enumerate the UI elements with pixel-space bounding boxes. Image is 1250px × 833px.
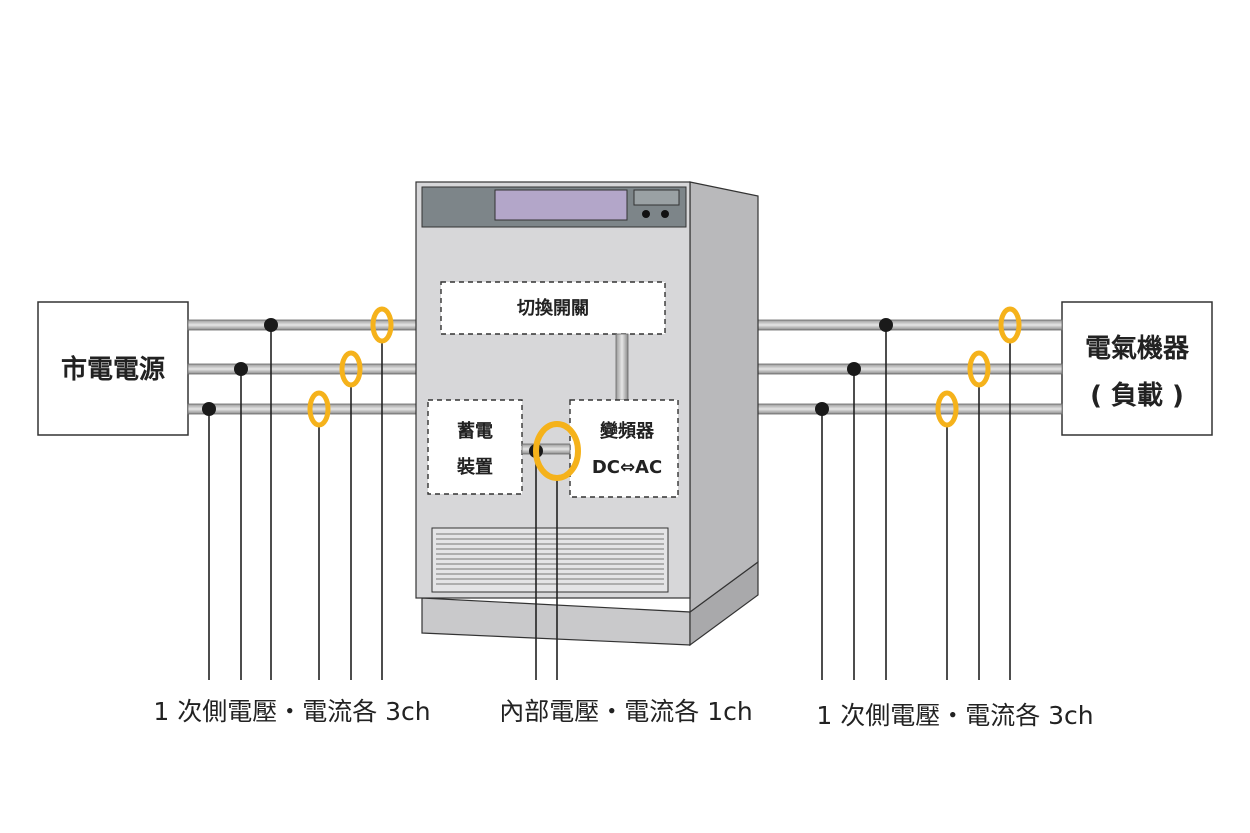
voltage-probe-dot (202, 402, 216, 416)
caption-center: 內部電壓・電流各 1ch (499, 697, 752, 726)
source-box: 市電電源 (37, 301, 189, 436)
input-wire-1 (187, 319, 419, 331)
load-box-label: 電氣機器 (1085, 333, 1190, 364)
inverter-unit: 變頻器 DC⇔AC (569, 399, 679, 498)
inverter-label-2: DC⇔AC (592, 457, 662, 478)
probe-lines (208, 325, 1011, 680)
input-wire-3 (187, 403, 419, 415)
current-clamp (370, 306, 394, 344)
small-display (633, 189, 680, 206)
caption-right: 1 次側電壓・電流各 3ch (816, 701, 1093, 730)
load-box-sublabel: ( 負載 ) (1090, 381, 1184, 411)
indicator-led-1 (642, 210, 650, 218)
ups-cabinet (415, 181, 759, 647)
caption-left: 1 次側電壓・電流各 3ch (153, 697, 430, 726)
current-clamp (998, 306, 1022, 344)
current-clamp (307, 390, 331, 428)
battery-label-1: 蓄電 (457, 421, 493, 442)
load-box: 電氣機器 ( 負載 ) (1061, 301, 1213, 436)
source-box-label: 市電電源 (61, 354, 165, 385)
cabinet-side (689, 181, 759, 614)
current-clamps (307, 306, 1022, 481)
voltage-probe-dot (847, 362, 861, 376)
transfer-switch: 切換開關 (440, 281, 666, 335)
transfer-switch-label: 切換開關 (517, 297, 589, 319)
indicator-led-2 (661, 210, 669, 218)
input-wires (187, 319, 419, 415)
inverter-label-1: 變頻器 (600, 420, 655, 442)
internal-dc-wire (521, 443, 571, 455)
cabinet-base (421, 597, 691, 646)
battery-unit: 蓄電 裝置 (427, 399, 523, 495)
internal-connector-pipe (615, 333, 629, 401)
voltage-probes (202, 318, 893, 458)
voltage-probe-dot (815, 402, 829, 416)
vent-grille (431, 527, 669, 593)
voltage-probe-dot (234, 362, 248, 376)
voltage-probe-dot (879, 318, 893, 332)
display-screen (494, 189, 628, 221)
voltage-probe-dot (264, 318, 278, 332)
output-wire-2 (757, 363, 1063, 375)
current-clamp (533, 421, 581, 481)
current-clamp (339, 350, 363, 388)
current-clamp (935, 390, 959, 428)
output-wire-3 (757, 403, 1063, 415)
battery-label-2: 裝置 (456, 456, 493, 478)
current-clamp (967, 350, 991, 388)
input-wire-2 (187, 363, 419, 375)
